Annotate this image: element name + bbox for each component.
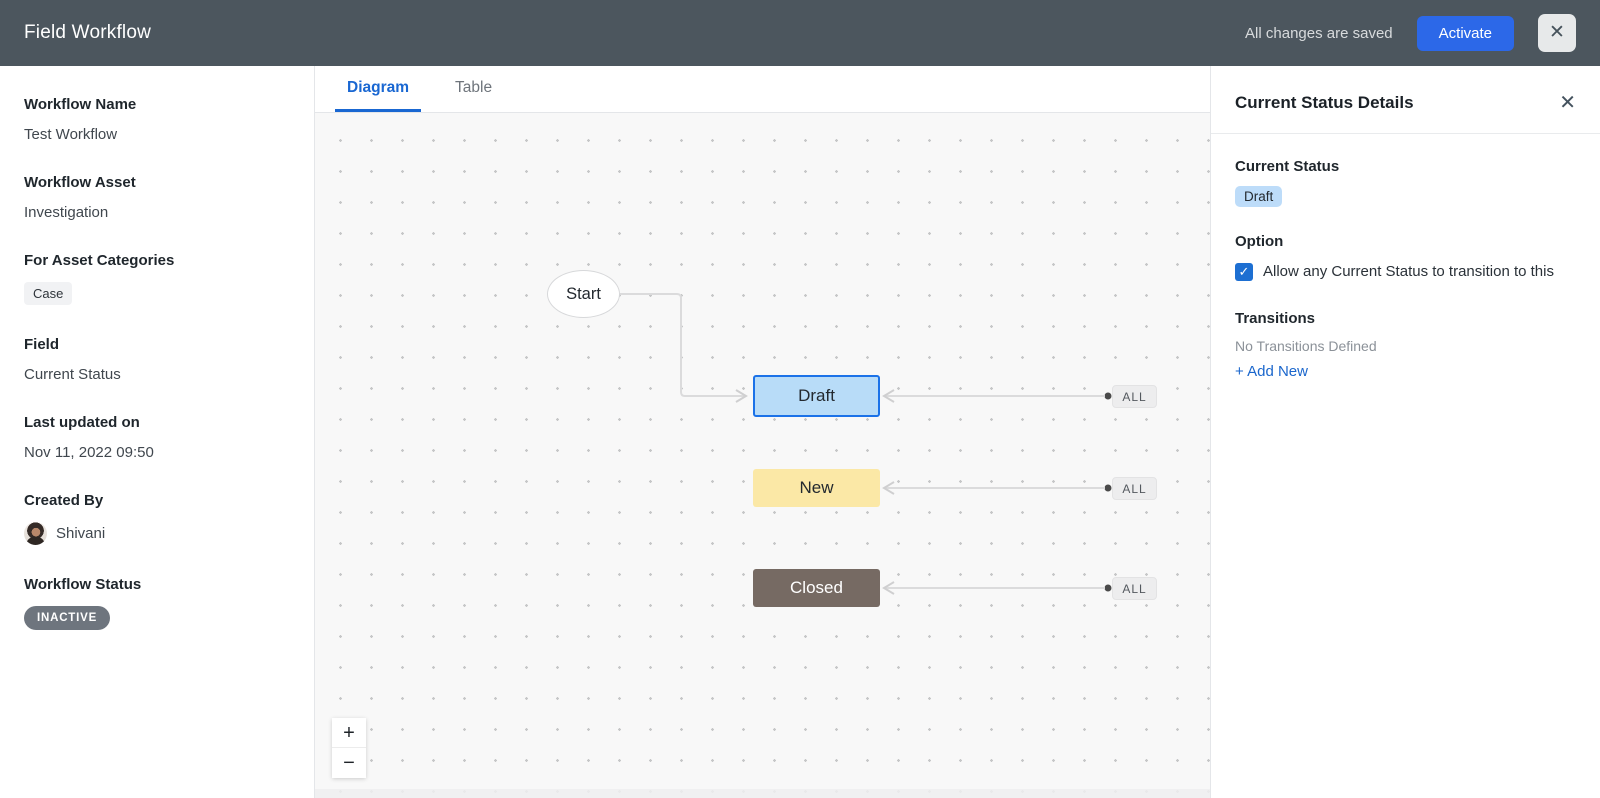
view-tabbar: Diagram Table [315, 66, 1210, 113]
created-by-label: Created By [24, 492, 104, 509]
edge-anchor-dot-closed [1104, 584, 1112, 592]
asset-category-badge: Case [24, 282, 73, 305]
all-badge-draft[interactable]: ALL [1112, 385, 1157, 408]
field-value: Current Status [24, 366, 121, 383]
arrowhead-into-new-right [882, 481, 895, 495]
created-by-row: Shivani [24, 522, 290, 545]
workflow-status-label: Workflow Status [24, 576, 142, 593]
close-workflow-button[interactable]: ✕ [1538, 14, 1576, 52]
workflow-asset-label: Workflow Asset [24, 174, 136, 191]
last-updated-group: Last updated on Nov 11, 2022 09:50 [24, 414, 290, 461]
created-by-value: Shivani [56, 525, 106, 542]
save-status-text: All changes are saved [1245, 24, 1393, 42]
app-header: Field Workflow All changes are saved Act… [0, 0, 1600, 66]
all-badge-closed[interactable]: ALL [1112, 577, 1157, 600]
arrowhead-into-closed-right [882, 581, 895, 595]
tab-table[interactable]: Table [455, 78, 493, 96]
asset-categories-group: For Asset Categories Case [24, 252, 290, 305]
close-icon: ✕ [1559, 92, 1576, 114]
field-group: Field Current Status [24, 336, 290, 383]
current-status-chip: Draft [1235, 186, 1283, 207]
transitions-label: Transitions [1235, 309, 1316, 327]
workflow-status-badge: INACTIVE [24, 606, 111, 630]
avatar [24, 522, 47, 545]
option-section: Option ✓ Allow any Current Status to tra… [1235, 233, 1576, 284]
details-panel-title: Current Status Details [1235, 92, 1414, 112]
arrowhead-into-draft-right [882, 389, 895, 403]
node-new[interactable]: New [753, 469, 880, 507]
edge-anchor-dot-draft [1104, 392, 1112, 400]
details-panel-header: Current Status Details ✕ [1211, 66, 1600, 134]
page-title: Field Workflow [24, 22, 152, 43]
transitions-section: Transitions No Transitions Defined + Add… [1235, 310, 1576, 381]
edge-start-to-draft [620, 293, 744, 397]
zoom-out-button[interactable]: − [332, 748, 366, 778]
status-details-panel: Current Status Details ✕ Current Status … [1210, 66, 1600, 798]
current-status-section: Current Status Draft [1235, 158, 1576, 207]
zoom-in-button[interactable]: + [332, 718, 366, 748]
asset-categories-label: For Asset Categories [24, 252, 175, 269]
all-badge-new[interactable]: ALL [1112, 477, 1157, 500]
node-draft-selected[interactable]: Draft [753, 375, 880, 417]
workflow-editor: Diagram Table [315, 66, 1210, 798]
workflow-asset-group: Workflow Asset Investigation [24, 174, 290, 221]
workflow-asset-value: Investigation [24, 204, 109, 221]
allow-any-checkbox[interactable]: ✓ [1235, 263, 1253, 281]
current-status-label: Current Status [1235, 158, 1340, 175]
workflow-status-group: Workflow Status INACTIVE [24, 576, 290, 630]
diagram-canvas[interactable]: Start Draft New Closed ALL ALL ALL + − [315, 113, 1210, 798]
arrowhead-into-draft-left [735, 389, 748, 403]
workflow-name-value: Test Workflow [24, 126, 118, 143]
transitions-empty-text: No Transitions Defined [1235, 337, 1377, 354]
details-close-button[interactable]: ✕ [1559, 90, 1576, 115]
node-start[interactable]: Start [547, 270, 620, 318]
horizontal-scrollbar[interactable] [315, 789, 1210, 798]
workflow-info-sidebar: Workflow Name Test Workflow Workflow Ass… [0, 66, 315, 798]
zoom-controls: + − [332, 718, 366, 778]
activate-button[interactable]: Activate [1416, 15, 1514, 51]
last-updated-label: Last updated on [24, 414, 140, 431]
last-updated-value: Nov 11, 2022 09:50 [24, 444, 154, 461]
details-panel-body: Current Status Draft Option ✓ Allow any … [1211, 134, 1600, 431]
node-closed[interactable]: Closed [753, 569, 880, 607]
header-actions: All changes are saved Activate ✕ [1245, 14, 1576, 52]
edge-anchor-dot-new [1104, 484, 1112, 492]
diagram-edges [620, 293, 1112, 595]
allow-any-checkbox-label[interactable]: Allow any Current Status to transition t… [1263, 263, 1554, 280]
add-transition-link[interactable]: + Add New [1235, 362, 1308, 380]
tab-diagram[interactable]: Diagram [335, 66, 422, 112]
created-by-group: Created By Shivani [24, 492, 290, 545]
workflow-name-group: Workflow Name Test Workflow [24, 96, 290, 143]
allow-any-option-row: ✓ Allow any Current Status to transition… [1235, 261, 1576, 284]
field-label: Field [24, 336, 60, 353]
close-icon: ✕ [1549, 22, 1565, 43]
workflow-name-label: Workflow Name [24, 96, 137, 113]
option-label: Option [1235, 233, 1284, 250]
